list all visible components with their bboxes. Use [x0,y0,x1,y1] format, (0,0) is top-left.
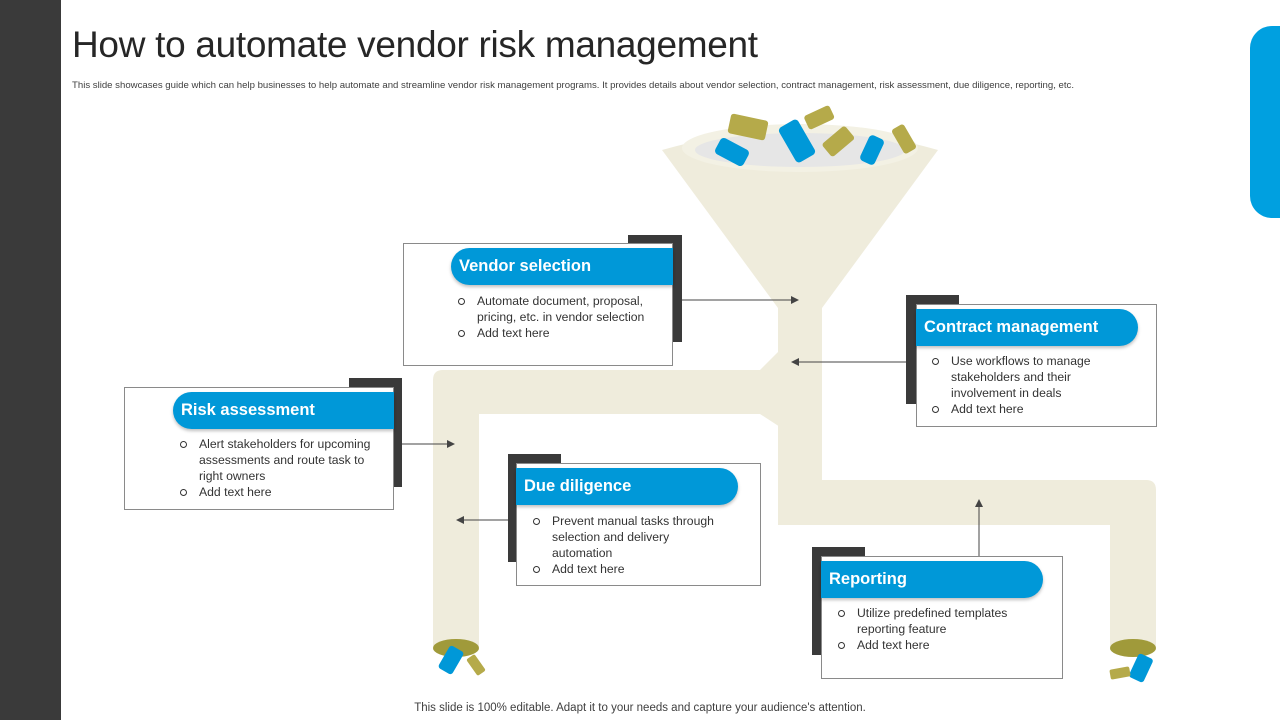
step-title: Due diligence [516,468,738,505]
left-accent-bar [0,0,61,720]
right-pipe-opening [1110,639,1156,657]
step-bullets: Automate document, proposal, pricing, et… [455,293,667,341]
bullet-item: Add text here [177,484,372,500]
step-bullets: Use workflows to manage stakeholders and… [929,353,1129,417]
bullet-item: Utilize predefined templates reporting f… [835,605,1035,637]
step-bullets: Utilize predefined templates reporting f… [835,605,1035,653]
step-title: Risk assessment [173,392,394,429]
funnel-body [662,130,938,308]
pills-group-right-outlet [1109,653,1153,683]
pills-group-left-outlet [438,645,486,676]
bullet-item: Add text here [835,637,1035,653]
pipe-junction [760,330,800,440]
bullet-item: Use workflows to manage stakeholders and… [929,353,1129,401]
bullet-item: Add text here [530,561,715,577]
page-subtitle: This slide showcases guide which can hel… [72,80,1075,91]
bullet-item: Automate document, proposal, pricing, et… [455,293,667,325]
right-pipe [778,395,1156,650]
bullet-item: Alert stakeholders for upcoming assessme… [177,436,372,484]
pills-group-funnel [715,105,916,167]
bullet-item: Add text here [455,325,667,341]
footer-note: This slide is 100% editable. Adapt it to… [0,702,1280,714]
step-title: Contract management [916,309,1138,346]
step-title: Vendor selection [451,248,673,285]
bullet-item: Add text here [929,401,1129,417]
step-bullets: Prevent manual tasks through selection a… [530,513,715,577]
footer-text: This slide is 100% editable. Adapt it to… [414,702,866,714]
step-bullets: Alert stakeholders for upcoming assessme… [177,436,372,500]
step-title: Reporting [821,561,1043,598]
bullet-item: Prevent manual tasks through selection a… [530,513,715,561]
right-accent-tab [1250,26,1280,218]
page-title: How to automate vendor risk management [72,24,758,65]
